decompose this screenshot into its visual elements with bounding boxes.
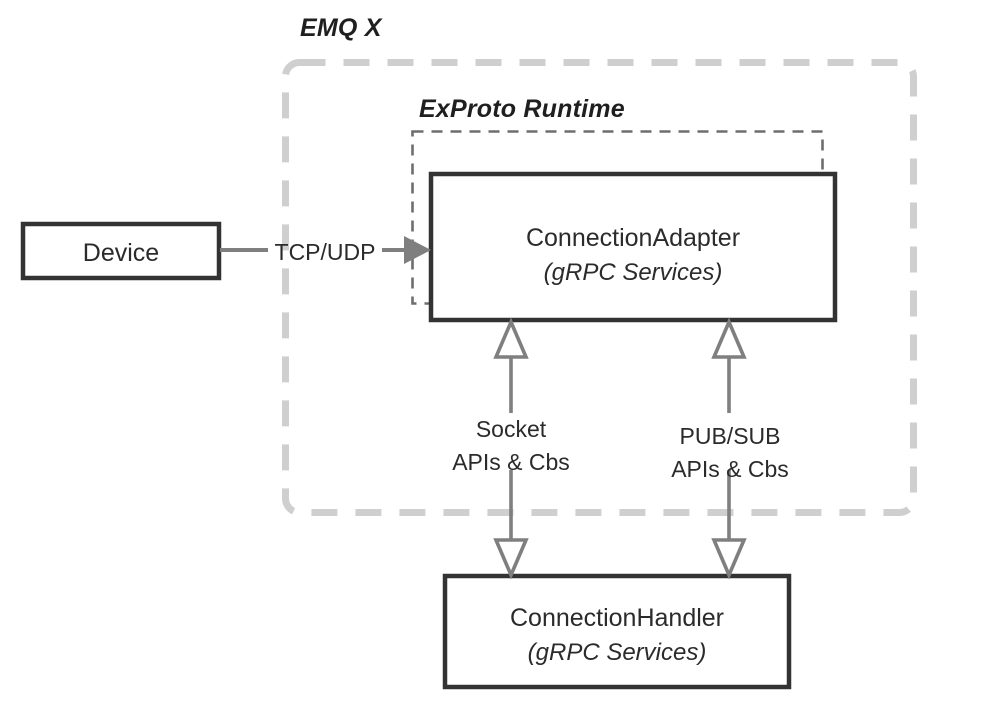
arrowhead-hollow-up [493, 317, 529, 359]
arrowhead-hollow-down [711, 538, 747, 580]
arrowhead-hollow-up [711, 317, 747, 359]
edge-pubsub-apis [711, 317, 747, 580]
edge-device-to-adapter [220, 236, 431, 264]
exproto-group-label: ExProto Runtime [419, 95, 625, 123]
emqx-group-boundary [282, 59, 917, 516]
device-node-box [20, 221, 222, 281]
arrowhead-hollow-down [493, 538, 529, 580]
emqx-group-label: EMQ X [300, 14, 382, 42]
edge-label-pubsub-line1: PUB/SUB [679, 423, 781, 449]
connection-handler-subtitle: (gRPC Services) [527, 639, 707, 666]
connection-handler-title: ConnectionHandler [509, 604, 725, 632]
connection-handler-node-box [442, 573, 792, 690]
connection-adapter-node-box [428, 171, 838, 323]
edge-label-tcp-udp: TCP/UDP [274, 239, 376, 265]
connection-adapter-subtitle: (gRPC Services) [543, 259, 723, 286]
edge-label-socket-line2: APIs & Cbs [452, 449, 570, 475]
connection-adapter-title: ConnectionAdapter [525, 224, 741, 252]
edge-label-pubsub-line2: APIs & Cbs [671, 456, 789, 482]
edge-label-socket-line1: Socket [475, 416, 547, 442]
device-node-label: Device [82, 239, 160, 267]
edge-socket-apis [493, 317, 529, 580]
arrowhead-filled-right [404, 236, 431, 264]
